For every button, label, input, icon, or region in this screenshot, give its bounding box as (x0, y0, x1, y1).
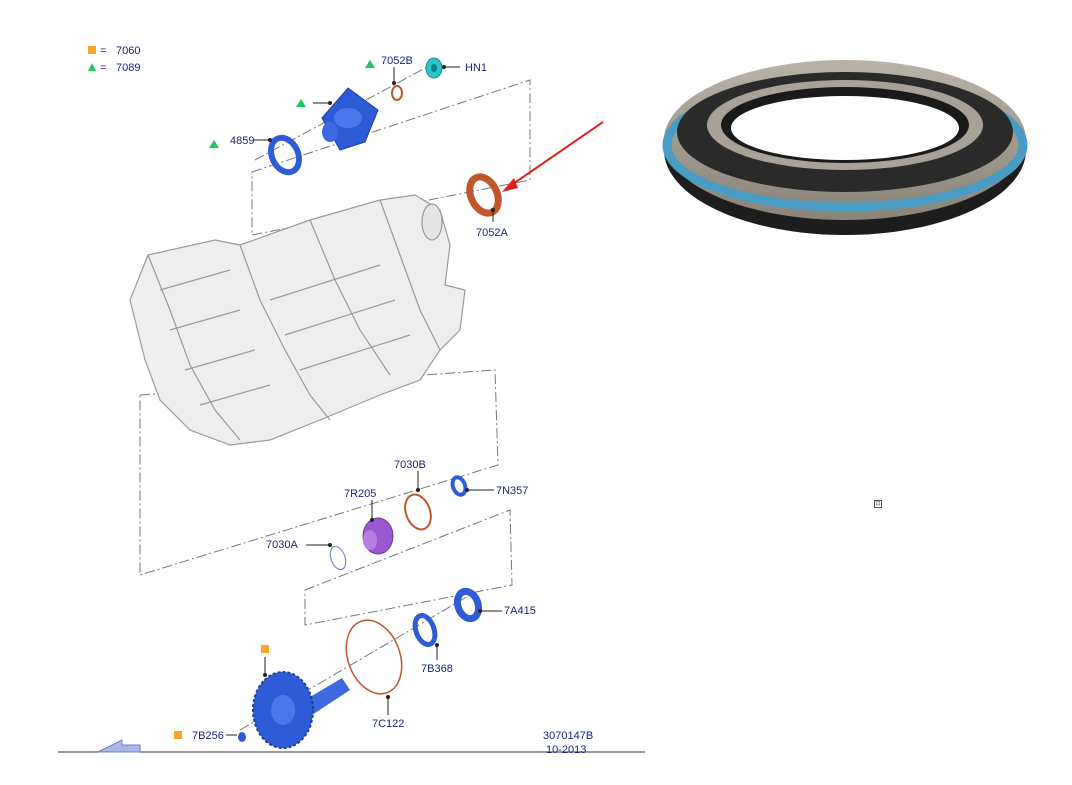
transmission-housing (129, 194, 466, 446)
red-arrow-icon (502, 121, 604, 192)
label-HN1: HN1 (465, 62, 487, 74)
drawing-date: 10-2013 (546, 744, 586, 756)
part-HN1-plug (425, 57, 443, 79)
part-7060-shaft (252, 671, 350, 749)
square-marker-7B256 (174, 731, 182, 739)
label-7052A: 7052A (476, 227, 508, 239)
part-7B368-ring (412, 613, 438, 647)
small-square-icon: ⊡ (874, 500, 882, 508)
label-7N357: 7N357 (496, 485, 528, 497)
legend-square-icon (88, 46, 96, 54)
footer: 3070147B 10-2013 (58, 730, 645, 756)
part-7030A-ring (329, 545, 347, 571)
seal-bore (731, 96, 959, 160)
leader-dots (263, 65, 495, 699)
legend-value-7060: 7060 (116, 45, 140, 57)
label-7030B: 7030B (394, 459, 426, 471)
triangle-marker-7052B (365, 60, 375, 68)
part-7089-flange (321, 87, 379, 151)
label-7052B: 7052B (381, 55, 413, 67)
part-7N357-ring (450, 475, 468, 497)
legend-eq-2: = (100, 62, 106, 74)
part-7052B-oring (391, 85, 403, 101)
legend-eq-1: = (100, 45, 106, 57)
callout-markers (174, 60, 375, 739)
leader-lines (226, 66, 502, 736)
part-7C122-ring (345, 619, 403, 695)
label-7R205: 7R205 (344, 488, 376, 500)
drawing-number: 3070147B (543, 730, 593, 742)
part-4859-ring (267, 134, 303, 176)
seal-photo (662, 60, 1028, 235)
label-7A415: 7A415 (504, 605, 536, 617)
label-7B256: 7B256 (192, 730, 224, 742)
legend-value-7089: 7089 (116, 62, 140, 74)
square-marker-shaft (261, 645, 269, 653)
part-7030B-ring (404, 493, 432, 531)
part-labels: 7052B HN1 4859 7052A 7030B 7R205 7N357 7… (192, 55, 536, 742)
exploded-parts-diagram: = 7060 = 7089 (58, 45, 645, 756)
triangle-marker-4859 (209, 140, 219, 148)
footer-arrow-icon (97, 739, 141, 753)
part-7052A-seal (466, 173, 502, 217)
legend-triangle-icon (88, 63, 96, 71)
legend: = 7060 = 7089 (88, 45, 140, 74)
part-7R205-carrier (362, 517, 394, 555)
label-7C122: 7C122 (372, 718, 404, 730)
part-7B256-plug (238, 732, 246, 742)
label-7030A: 7030A (266, 539, 298, 551)
triangle-marker-flange (296, 99, 306, 107)
label-4859: 4859 (230, 135, 254, 147)
label-7B368: 7B368 (421, 663, 453, 675)
part-7A415-bearing (453, 587, 483, 623)
